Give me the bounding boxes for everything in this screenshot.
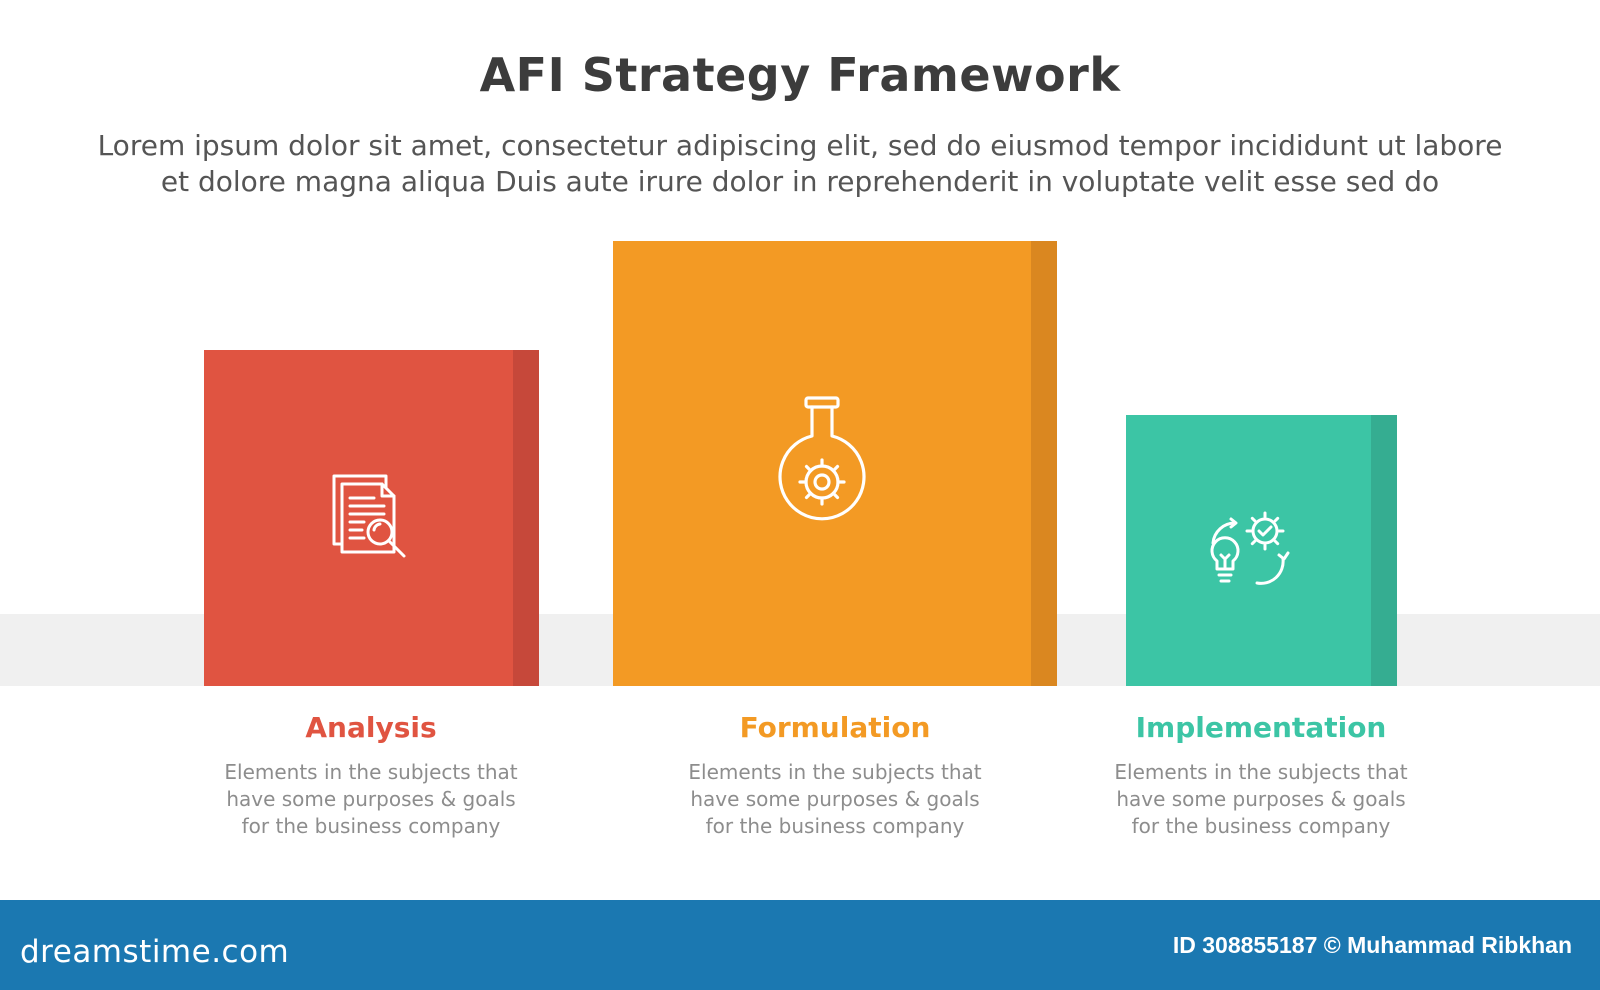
- idea-gear-cycle-icon: [1210, 511, 1289, 585]
- implementation-block: [1126, 415, 1397, 686]
- implementation-title: Implementation: [1135, 711, 1387, 744]
- formulation-block-side: [1031, 241, 1057, 686]
- page-title: AFI Strategy Framework: [479, 48, 1121, 102]
- document-search-icon: [332, 474, 405, 558]
- implementation-block-face: [1126, 415, 1371, 686]
- analysis-block-side: [513, 350, 539, 686]
- footer-credit: ID 308855187 © Muhammad Ribkhan: [1172, 932, 1572, 958]
- analysis-description: Elements in the subjects that have some …: [224, 760, 518, 838]
- implementation-block-side: [1371, 415, 1397, 686]
- footer-logo: dreamstime.com: [20, 934, 290, 970]
- page-subtitle: Lorem ipsum dolor sit amet, consectetur …: [97, 129, 1503, 198]
- footer-bar: [0, 900, 1600, 990]
- formulation-description: Elements in the subjects that have some …: [688, 760, 982, 838]
- analysis-title: Analysis: [305, 711, 437, 744]
- formulation-block: [613, 241, 1057, 686]
- analysis-block: [204, 350, 539, 686]
- formulation-title: Formulation: [739, 711, 931, 744]
- flask-gear-icon: [778, 395, 866, 520]
- implementation-description: Elements in the subjects that have some …: [1114, 760, 1408, 838]
